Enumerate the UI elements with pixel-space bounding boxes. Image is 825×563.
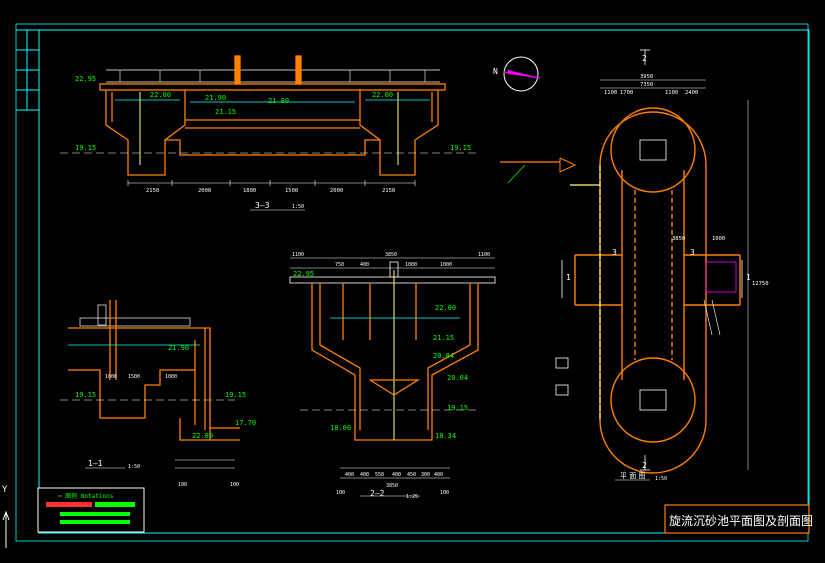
s11-level-4: 17.70 [235,419,256,427]
s33-dim-5: 2000 [330,188,343,194]
plan-marker-3a: 3 [612,248,617,257]
s11-dim-1: 1000 [105,374,117,380]
ucs-icon [2,510,10,548]
s22-dim-top-1: 1100 [292,252,304,258]
s11-level-2: 19.15 [75,391,96,399]
s22-dim-bot-5: 450 [407,472,416,478]
s33-level-7: 19.15 [75,144,96,152]
s11-level-1: 21.90 [168,344,189,352]
s11-dim-5: 100 [230,482,239,488]
s33-level-1: 22.95 [75,75,96,83]
plan-view [500,49,749,481]
s33-level-6: 22.00 [372,91,393,99]
s22-level-2: 22.00 [435,304,456,312]
plan-dim-top-2: 7350 [640,82,653,88]
s33-dim-1: 2150 [146,188,159,194]
s22-dim-bot-3: 550 [375,472,384,478]
north-arrow [503,56,541,92]
s22-dim-top-6: 1000 [405,262,417,268]
s22-scale: 1:25 [406,494,418,500]
s22-level-5: 20.04 [447,374,468,382]
s22-dim-bot-1: 400 [345,472,354,478]
north-label: N [493,67,498,76]
s22-dim-bot-4: 400 [392,472,401,478]
plan-dim-side-1: 12750 [752,281,769,287]
s22-dim-top-4: 750 [335,262,344,268]
s22-dim-side-2: 100 [440,490,449,496]
s11-scale: 1:50 [128,464,140,470]
plan-marker-3b: 3 [690,248,695,257]
drawing-frame [15,23,810,542]
s11-dim-3: 1000 [165,374,177,380]
s33-level-3: 21.90 [205,94,226,102]
s22-dim-top-5: 400 [360,262,369,268]
s22-dim-bot-6: 300 [421,472,430,478]
s22-level-6: 19.15 [447,404,468,412]
s33-dim-3: 1800 [243,188,256,194]
plan-dim-top-1: 3950 [640,74,653,80]
s33-dim-2: 2000 [198,188,211,194]
s33-level-8: 19.15 [450,144,471,152]
s33-caption: 3—3 [255,201,270,210]
s11-caption: 1—1 [88,459,103,468]
s33-level-2: 22.00 [150,91,171,99]
plan-marker-2a: 2 [642,54,647,63]
plan-marker-1a: 1 [566,273,571,282]
s22-dim-side-1: 100 [336,490,345,496]
s22-level-3: 21.15 [433,334,454,342]
s11-dim-2: 1500 [128,374,140,380]
plan-marker-1b: 1 [746,273,751,282]
plan-dim-side-2: 3850 [672,236,685,242]
s33-dim-6: 2150 [382,188,395,194]
s22-dim-top-2: 3850 [385,252,397,258]
s11-level-5: 22.80 [192,432,213,440]
plan-caption: 平 面 图 [620,472,645,480]
section-1-1 [60,300,240,469]
plan-scale: 1:50 [655,476,667,482]
section-3-3 [60,55,480,211]
plan-dim-top-4: 1700 [620,90,633,96]
s22-dim-top-3: 1100 [478,252,490,258]
s22-dim-bot-7: 400 [434,472,443,478]
s33-level-4: 21.15 [215,108,236,116]
legend-box [37,487,145,533]
s22-level-8: 18.00 [330,424,351,432]
s22-dim-top-7: 1000 [440,262,452,268]
drawing-title: 旋流沉砂池平面图及剖面图 [669,514,813,528]
s11-level-3: 19.15 [225,391,246,399]
legend-title: = 图例 Notations [58,492,114,500]
plan-marker-2b: 2 [642,461,647,470]
s33-dim-4: 1500 [285,188,298,194]
s22-level-7: 18.34 [435,432,456,440]
plan-dim-top-5: 1100 [665,90,678,96]
section-2-2 [289,257,496,497]
plan-dim-top-6: 2400 [685,90,698,96]
s33-scale: 1:50 [292,204,304,210]
title-block [664,504,810,534]
s22-level-1: 22.95 [293,270,314,278]
s11-dim-4: 100 [178,482,187,488]
ucs-label: Y [2,485,8,495]
plan-dim-top-3: 1100 [604,90,617,96]
s22-level-4: 20.84 [433,352,454,360]
s22-caption: 2—2 [370,489,385,498]
plan-dim-side-3: 1000 [712,236,725,242]
s22-dim-total: 3850 [386,483,398,489]
s22-dim-bot-2: 400 [360,472,369,478]
s33-level-5: 21.80 [268,97,289,105]
